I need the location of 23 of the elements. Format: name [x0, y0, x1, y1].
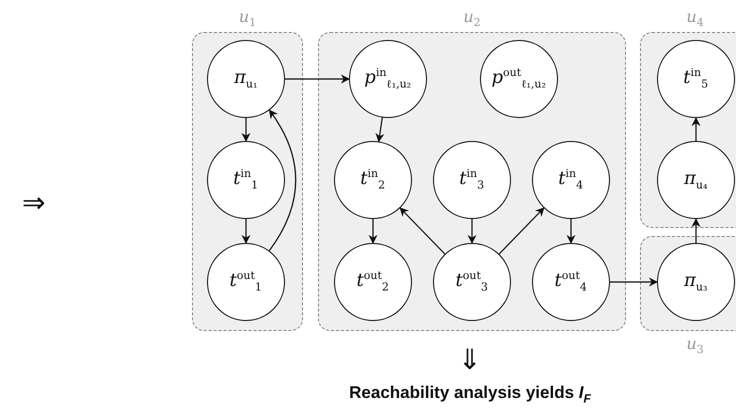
arrow [566, 219, 576, 244]
group-label: u$_{4}$ [685, 7, 705, 30]
implies-symbol: ⇒ [22, 186, 46, 219]
implies-symbol: ⇓ [458, 343, 482, 376]
state-circle: π$_{u₁}$ [206, 40, 285, 118]
arrow [400, 207, 446, 254]
arrow [285, 74, 350, 84]
result-caption: Reachability analysis yields I$_{F}$ [348, 383, 592, 406]
arrow [368, 219, 378, 244]
arrow [468, 219, 476, 244]
arrow [692, 218, 700, 243]
arrow [242, 118, 250, 142]
state-circle: π$_{u₄}$ [656, 140, 735, 219]
arrow [242, 219, 250, 244]
arrow [498, 207, 544, 254]
arrow [375, 117, 384, 142]
group-label: u$_{3}$ [685, 334, 705, 356]
group-label: u$_{1}$ [238, 7, 258, 30]
group-label: u$_{2}$ [462, 7, 482, 30]
arrow [610, 278, 658, 286]
state-circle: π$_{u₃}$ [656, 242, 735, 321]
arrow [692, 117, 700, 141]
arrow [268, 109, 296, 252]
